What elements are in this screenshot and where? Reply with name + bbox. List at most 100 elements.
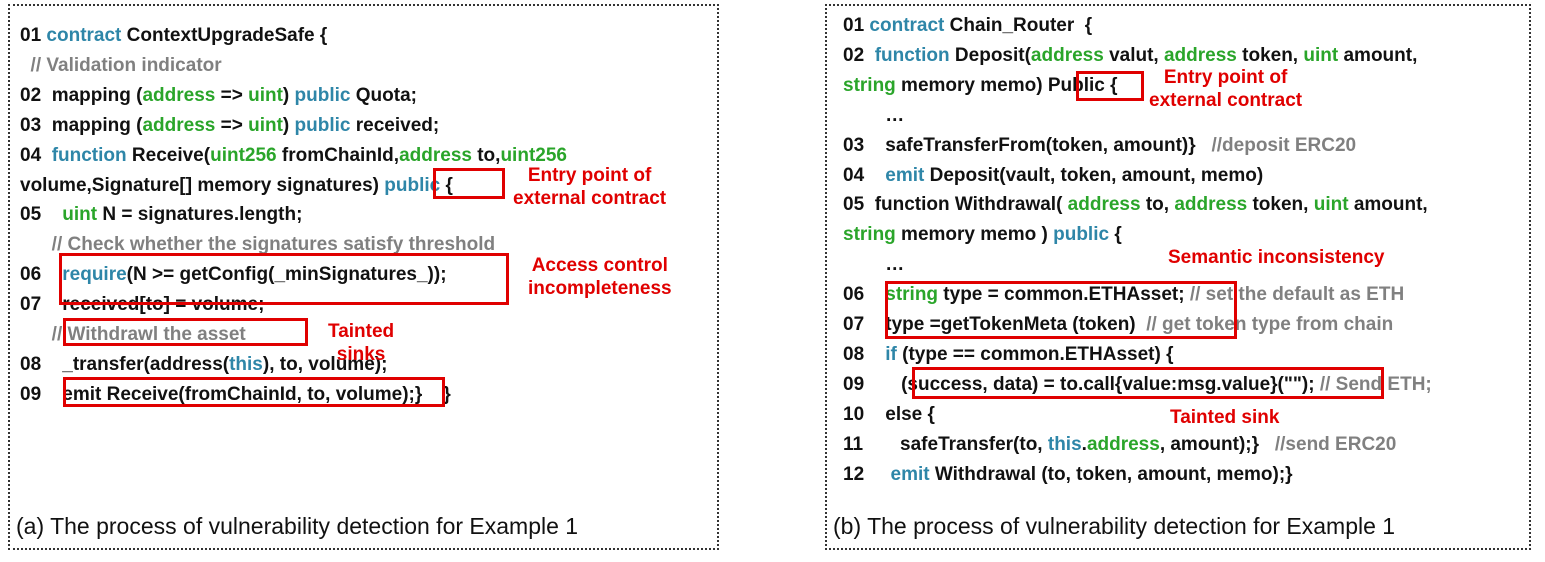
code-token: // Check whether the signatures satisfy …	[20, 234, 496, 256]
code-token: function	[51, 144, 127, 166]
code-token: 04	[20, 144, 52, 166]
code-token: Deposit(	[949, 44, 1031, 66]
code-token: public	[384, 174, 441, 196]
code-token: fromChainId,	[276, 144, 400, 166]
code-token: 09 emit Receive(fromChainId, to, volume)…	[20, 383, 451, 405]
code-line: 11 safeTransfer(to, this.address, amount…	[843, 434, 1396, 456]
code-token: {	[1109, 224, 1122, 246]
code-token: 05	[20, 204, 63, 226]
code-token: address	[1086, 433, 1160, 455]
code-line: 05 uint N = signatures.length;	[20, 204, 302, 226]
code-token: =>	[215, 114, 249, 136]
code-token: uint	[248, 114, 283, 136]
code-token: received;	[350, 114, 440, 136]
annotation-tainted-sinks: Tainted sinks	[328, 321, 395, 365]
code-line: …	[843, 254, 904, 276]
code-token: 09 (success, data) = to.call{value:msg.v…	[843, 373, 1320, 395]
code-token: address	[1067, 194, 1141, 216]
code-token: {	[440, 174, 453, 196]
code-token: uint256	[500, 144, 567, 166]
code-token: public	[294, 84, 351, 106]
code-token: this	[229, 353, 263, 375]
code-line: 06 string type = common.ETHAsset; // set…	[843, 284, 1404, 306]
code-line: // Check whether the signatures satisfy …	[20, 234, 495, 256]
code-token: ), to, volume);	[262, 353, 388, 375]
highlight-type-assignment	[885, 281, 1237, 339]
code-token: 01	[20, 25, 47, 46]
code-line: volume,Signature[] memory signatures) pu…	[20, 175, 453, 197]
code-token: (type == common.ETHAsset) {	[896, 343, 1174, 365]
code-token: 04	[843, 164, 886, 186]
code-token: …	[843, 104, 905, 126]
code-token: 06	[20, 264, 63, 286]
code-token: 11 safeTransfer(to,	[843, 433, 1048, 455]
code-token: , amount);}	[1159, 433, 1275, 455]
code-token: address	[1163, 44, 1237, 66]
caption-b: (b) The process of vulnerability detecti…	[833, 513, 1396, 539]
code-line: 12 emit Withdrawal (to, token, amount, m…	[843, 464, 1293, 486]
code-token: token,	[1236, 44, 1304, 66]
code-line: // Validation indicator	[20, 55, 222, 77]
code-token: address	[142, 84, 216, 106]
code-line: 04 function Receive(uint256 fromChainId,…	[20, 145, 567, 167]
code-line: 06 require(N >= getConfig(_minSignatures…	[20, 264, 447, 286]
code-token: ContextUpgradeSafe {	[121, 25, 328, 46]
annotation-entry-point-a: Entry point of external contract	[513, 165, 667, 209]
code-token: volume,Signature[] memory signatures)	[20, 174, 385, 196]
code-token: address	[142, 114, 216, 136]
highlight-public-b	[1076, 71, 1144, 101]
code-token: contract	[46, 25, 122, 46]
annotation-entry-point-b: Entry point of external contract	[1149, 67, 1303, 111]
code-token: contract	[869, 15, 945, 36]
code-line: 07 type =getTokenMeta (token) // get tok…	[843, 314, 1393, 336]
code-token: // get token type from chain	[1146, 314, 1394, 335]
code-token: amount,	[1348, 194, 1428, 216]
code-line: 08 _transfer(address(this), to, volume);	[20, 354, 387, 376]
code-token: 08	[843, 343, 886, 365]
code-line: 10 else {	[843, 404, 935, 426]
code-token: // Withdrawl the asset	[20, 324, 246, 345]
code-token: …	[843, 254, 905, 276]
code-token: 03 mapping (	[20, 114, 143, 136]
code-token: memory memo) Public {	[895, 74, 1118, 96]
panel-a: 01 contract ContextUpgradeSafe { // Vali…	[8, 4, 719, 550]
code-token: this	[1047, 433, 1082, 455]
code-line: // Withdrawl the asset	[20, 324, 246, 346]
code-token: Receive(	[126, 144, 211, 166]
code-token: =>	[215, 84, 249, 106]
code-token: public	[294, 114, 351, 136]
code-token: 02	[843, 44, 875, 66]
code-token: Chain_Router {	[944, 15, 1093, 36]
code-token: Withdrawal (to, token, amount, memo);}	[929, 463, 1293, 485]
code-token: uint	[248, 84, 283, 106]
code-token: string	[843, 74, 896, 96]
code-token: to,	[1140, 194, 1175, 216]
code-token: emit	[885, 164, 925, 186]
code-token: token,	[1247, 194, 1314, 216]
code-token: Quota;	[350, 84, 417, 106]
annotation-access-control: Access control incompleteness	[528, 255, 672, 299]
code-token: public	[1053, 224, 1110, 246]
caption-a: (a) The process of vulnerability detecti…	[16, 513, 579, 539]
code-token: if	[885, 343, 897, 365]
code-line: 01 contract Chain_Router {	[843, 15, 1092, 37]
code-line: 05 function Withdrawal( address to, addr…	[843, 194, 1428, 216]
code-token: // Send ETH;	[1319, 373, 1432, 395]
code-line: 08 if (type == common.ETHAsset) {	[843, 344, 1173, 366]
code-line: 09 (success, data) = to.call{value:msg.v…	[843, 374, 1432, 396]
highlight-call	[912, 367, 1384, 399]
code-line: 02 function Deposit(address valut, addre…	[843, 45, 1417, 67]
annotation-tainted-sink: Tainted sink	[1170, 407, 1280, 428]
code-token: // set the default as ETH	[1189, 284, 1405, 306]
code-line: string memory memo) Public {	[843, 75, 1118, 97]
code-token: uint	[1313, 194, 1349, 216]
code-token: address	[399, 144, 472, 166]
code-token: uint256	[210, 144, 277, 166]
code-line: 09 emit Receive(fromChainId, to, volume)…	[20, 384, 451, 406]
code-token: string	[843, 224, 896, 246]
highlight-transfer	[63, 377, 445, 407]
code-token: to,	[471, 144, 501, 166]
highlight-require	[59, 253, 509, 305]
code-line: 03 safeTransferFrom(token, amount)} //de…	[843, 135, 1356, 157]
code-token: // Validation indicator	[20, 54, 222, 76]
